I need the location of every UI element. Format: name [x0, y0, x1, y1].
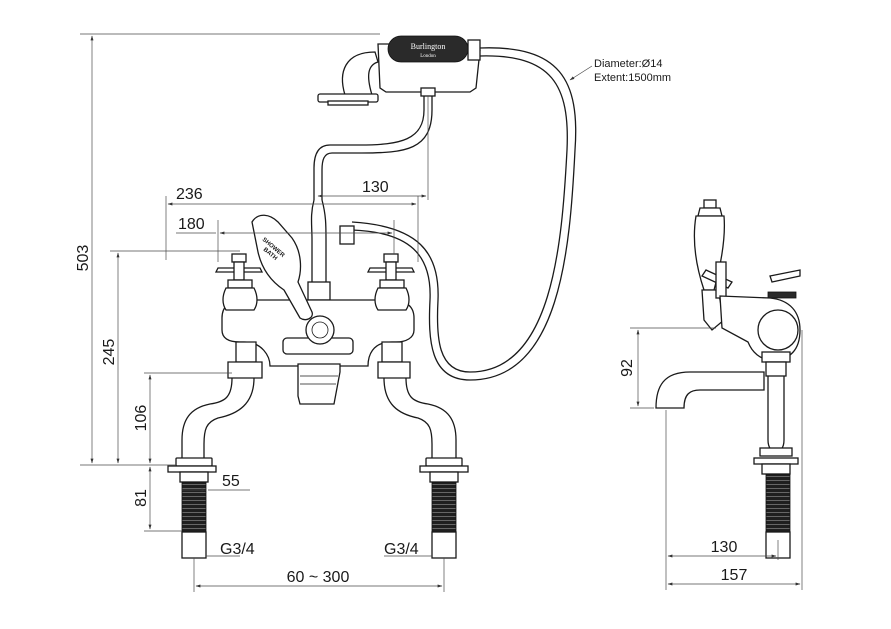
dim-245: 245 — [101, 339, 118, 366]
dim-81: 81 — [133, 489, 150, 507]
hose-extent: Extent:1500mm — [594, 72, 671, 84]
dim-106: 106 — [133, 405, 150, 432]
handset-brand: Burlington — [411, 42, 446, 51]
front-dimensions: 503 245 106 81 236 180 — [75, 33, 671, 592]
diverter-lever: SHOWER BATH — [251, 214, 313, 321]
dim-centres: 60 ~ 300 — [287, 569, 350, 586]
handset-city: London — [420, 54, 436, 59]
left-tail — [167, 457, 217, 559]
dim-236: 236 — [176, 186, 203, 203]
right-leg — [377, 341, 457, 460]
left-valve — [214, 253, 264, 311]
shower-handset: Burlington London — [313, 35, 481, 200]
right-tail — [419, 457, 469, 559]
hose-diameter: Diameter:Ø14 — [594, 58, 662, 70]
thread-right: G3/4 — [384, 541, 419, 558]
dim-92: 92 — [619, 359, 636, 377]
left-leg — [181, 341, 263, 460]
dim-503: 503 — [75, 245, 92, 272]
side-cross-handle — [701, 261, 801, 299]
right-valve — [366, 253, 416, 311]
dim-130-side: 130 — [711, 539, 738, 556]
dim-180: 180 — [178, 216, 205, 233]
thread-left: G3/4 — [220, 541, 255, 558]
front-view: Burlington London — [75, 33, 671, 592]
dim-55: 55 — [222, 473, 240, 490]
riser-pipe — [307, 199, 355, 301]
side-view: 92 130 157 — [619, 199, 803, 590]
dim-130-top: 130 — [362, 179, 389, 196]
dim-157: 157 — [721, 567, 748, 584]
shower-hose — [351, 47, 577, 381]
side-body — [655, 295, 801, 559]
side-dimensions: 92 130 157 — [619, 327, 803, 590]
